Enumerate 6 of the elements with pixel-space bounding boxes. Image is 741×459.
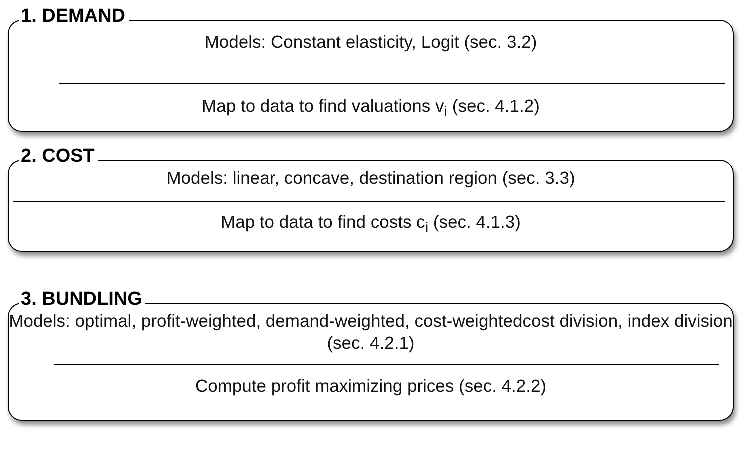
models-text: Models: linear, concave, destination region (sec. 3.3) xyxy=(166,167,576,189)
models-text: Models: optimal, profit-weighted, demand-weighted, cost-weightedcost division, index division (sec. 4.2.1) xyxy=(9,310,733,354)
models-text: Models: Constant elasticity, Logit (sec. 3.2) xyxy=(204,31,538,53)
mapping-text: Map to data to find costs c$_{i}$ (sec. 4.1.3) xyxy=(221,211,521,238)
mapping-text: Map to data to find valuations v$_{i}$ (sec. 4.1.2) xyxy=(202,95,540,122)
mapping-text: Compute profit maximizing prices (sec. 4.2.2) xyxy=(195,375,547,397)
